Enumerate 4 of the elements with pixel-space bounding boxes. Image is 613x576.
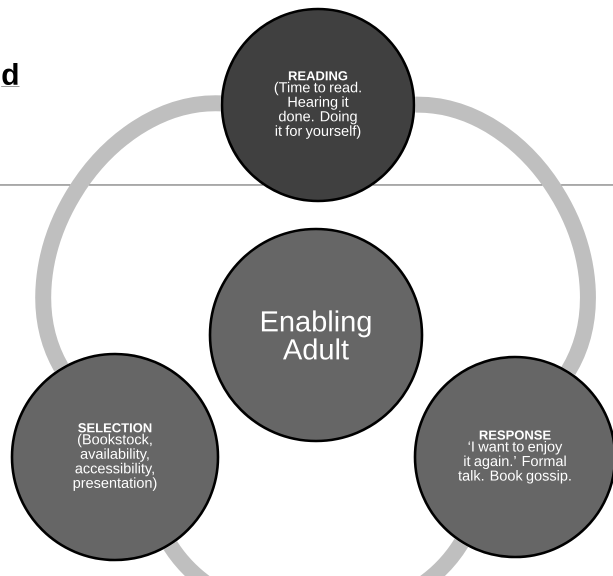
heading-fragment: d: [1, 62, 20, 87]
ring-arc: [414, 96, 596, 374]
ring-arc: [36, 95, 222, 371]
ring-arc: [164, 538, 468, 576]
